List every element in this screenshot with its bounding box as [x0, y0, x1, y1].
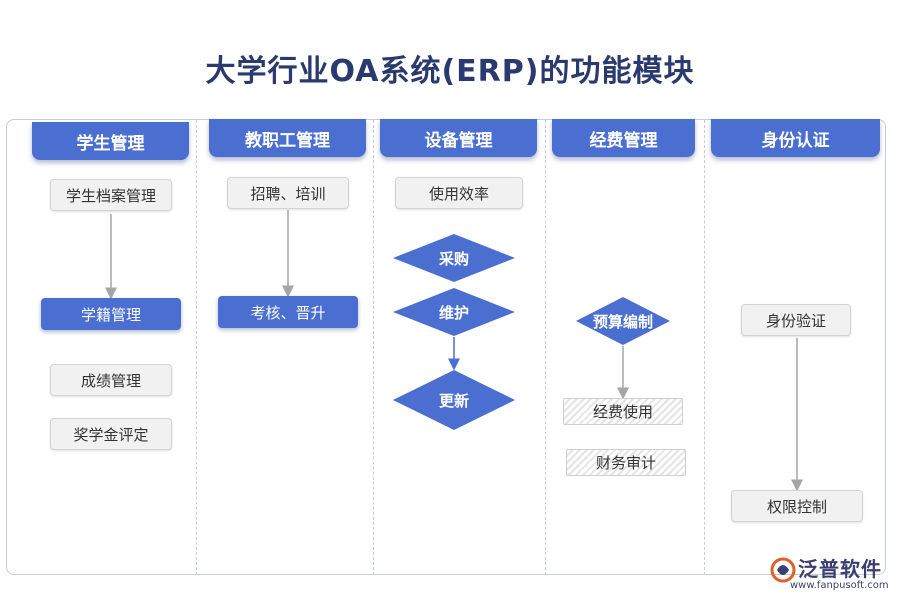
diamond-update	[393, 370, 515, 430]
item-permission-control: 权限控制	[731, 490, 863, 522]
diamond-maintain	[393, 288, 515, 336]
item-grade-mgmt: 成绩管理	[50, 364, 172, 396]
item-recruit-train: 招聘、培训	[227, 177, 349, 209]
item-finance-audit: 财务审计	[566, 449, 686, 476]
header-fund: 经费管理	[552, 119, 695, 157]
header-equipment: 设备管理	[380, 119, 537, 157]
item-assess-promote: 考核、晋升	[218, 296, 358, 328]
item-student-archive: 学生档案管理	[50, 179, 172, 211]
item-fund-usage: 经费使用	[563, 398, 683, 425]
column-divider	[704, 120, 705, 575]
column-divider	[196, 120, 197, 575]
item-usage-efficiency: 使用效率	[395, 177, 523, 209]
diamond-label-budget: 预算编制	[592, 312, 653, 331]
page-title: 大学行业OA系统(ERP)的功能模块	[205, 54, 695, 89]
diamond-label-update: 更新	[438, 391, 469, 410]
header-staff: 教职工管理	[209, 119, 366, 157]
header-student: 学生管理	[32, 122, 189, 160]
brand-url: www.fanpusoft.com	[790, 580, 889, 591]
brand-logo-icon	[770, 557, 796, 583]
header-identity: 身份认证	[711, 119, 880, 157]
item-identity-verify: 身份验证	[741, 304, 851, 336]
diamond-budget	[576, 297, 670, 345]
column-divider	[373, 120, 374, 575]
column-divider	[545, 120, 546, 575]
item-enrollment-mgmt: 学籍管理	[41, 298, 181, 330]
diamond-label-purchase: 采购	[438, 249, 469, 268]
diamond-purchase	[393, 234, 515, 282]
brand-name: 泛普软件	[798, 557, 882, 581]
diamond-label-maintain: 维护	[438, 303, 469, 322]
item-scholarship: 奖学金评定	[50, 418, 172, 450]
